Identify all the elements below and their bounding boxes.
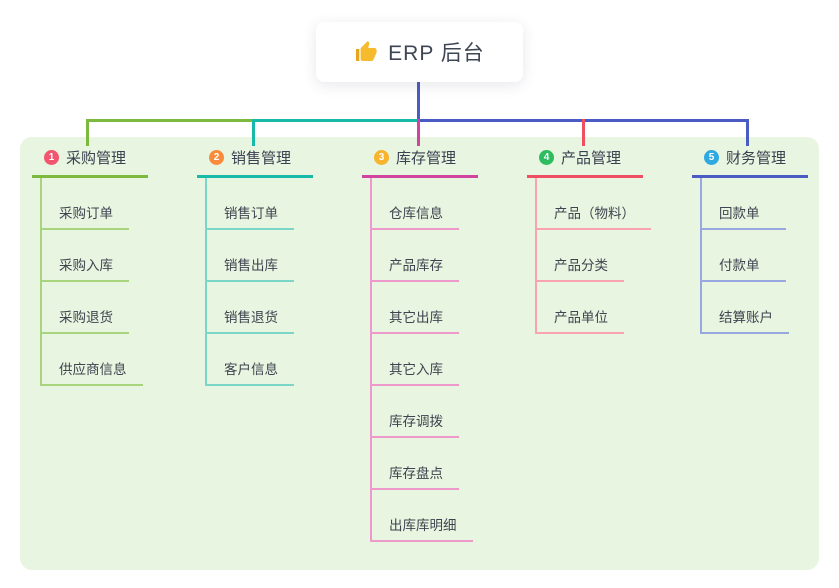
branch-title: 财务管理 <box>726 150 787 167</box>
branch-badge: 2 <box>209 150 224 165</box>
branch-node-finance[interactable]: 5 财务管理 <box>692 147 808 178</box>
child-node[interactable]: 采购退货 <box>42 282 129 334</box>
branch-badge: 1 <box>44 150 59 165</box>
connector-drop-branch-2 <box>252 119 255 146</box>
branch-node-sales[interactable]: 2 销售管理 <box>197 147 313 178</box>
child-node[interactable]: 销售订单 <box>207 178 294 230</box>
child-node[interactable]: 回款单 <box>702 178 786 230</box>
thumbs-up-icon <box>356 41 377 61</box>
root-node[interactable]: ERP 后台 <box>316 22 523 82</box>
branch-inventory: 3 库存管理 仓库信息 产品库存 其它出库 其它入库 库存调拨 库存盘点 出库库… <box>362 147 478 542</box>
child-node[interactable]: 仓库信息 <box>372 178 459 230</box>
child-node[interactable]: 产品库存 <box>372 230 459 282</box>
branch-node-inventory[interactable]: 3 库存管理 <box>362 147 478 178</box>
connector-drop-branch-1 <box>86 119 89 146</box>
child-node[interactable]: 客户信息 <box>207 334 294 386</box>
child-node[interactable]: 付款单 <box>702 230 786 282</box>
branch-product: 4 产品管理 产品（物料） 产品分类 产品单位 <box>527 147 651 334</box>
child-node[interactable]: 其它出库 <box>372 282 459 334</box>
branch-badge: 5 <box>704 150 719 165</box>
branch-node-purchase[interactable]: 1 采购管理 <box>32 147 148 178</box>
child-node[interactable]: 销售出库 <box>207 230 294 282</box>
child-node[interactable]: 结算账户 <box>702 282 789 334</box>
branch-badge: 3 <box>374 150 389 165</box>
branch-children: 销售订单 销售出库 销售退货 客户信息 <box>205 178 294 386</box>
child-node[interactable]: 采购入库 <box>42 230 129 282</box>
connector-drop-branch-4 <box>582 119 585 146</box>
child-node[interactable]: 其它入库 <box>372 334 459 386</box>
branch-children: 回款单 付款单 结算账户 <box>700 178 789 334</box>
branch-badge: 4 <box>539 150 554 165</box>
branch-children: 产品（物料） 产品分类 产品单位 <box>535 178 651 334</box>
child-node[interactable]: 产品单位 <box>537 282 624 334</box>
connector-bus-teal <box>252 119 418 122</box>
connector-drop-branch-3 <box>417 119 420 146</box>
branch-finance: 5 财务管理 回款单 付款单 结算账户 <box>692 147 808 334</box>
child-node[interactable]: 产品分类 <box>537 230 624 282</box>
branch-title: 产品管理 <box>561 150 622 167</box>
branch-title: 销售管理 <box>231 150 292 167</box>
child-node[interactable]: 出库库明细 <box>372 490 473 542</box>
connector-drop-branch-5 <box>746 119 749 146</box>
branch-sales: 2 销售管理 销售订单 销售出库 销售退货 客户信息 <box>197 147 313 386</box>
child-node[interactable]: 采购订单 <box>42 178 129 230</box>
child-node[interactable]: 销售退货 <box>207 282 294 334</box>
connector-root-drop <box>417 82 420 120</box>
mindmap-canvas <box>20 137 819 570</box>
child-node[interactable]: 库存调拨 <box>372 386 459 438</box>
branch-title: 库存管理 <box>396 150 457 167</box>
root-node-label: ERP 后台 <box>388 42 485 65</box>
branch-node-product[interactable]: 4 产品管理 <box>527 147 643 178</box>
branch-children: 采购订单 采购入库 采购退货 供应商信息 <box>40 178 143 386</box>
branch-children: 仓库信息 产品库存 其它出库 其它入库 库存调拨 库存盘点 出库库明细 <box>370 178 473 542</box>
branch-title: 采购管理 <box>66 150 127 167</box>
branch-purchase: 1 采购管理 采购订单 采购入库 采购退货 供应商信息 <box>32 147 148 386</box>
child-node[interactable]: 产品（物料） <box>537 178 651 230</box>
child-node[interactable]: 库存盘点 <box>372 438 459 490</box>
child-node[interactable]: 供应商信息 <box>42 334 143 386</box>
connector-bus-green <box>86 119 253 122</box>
